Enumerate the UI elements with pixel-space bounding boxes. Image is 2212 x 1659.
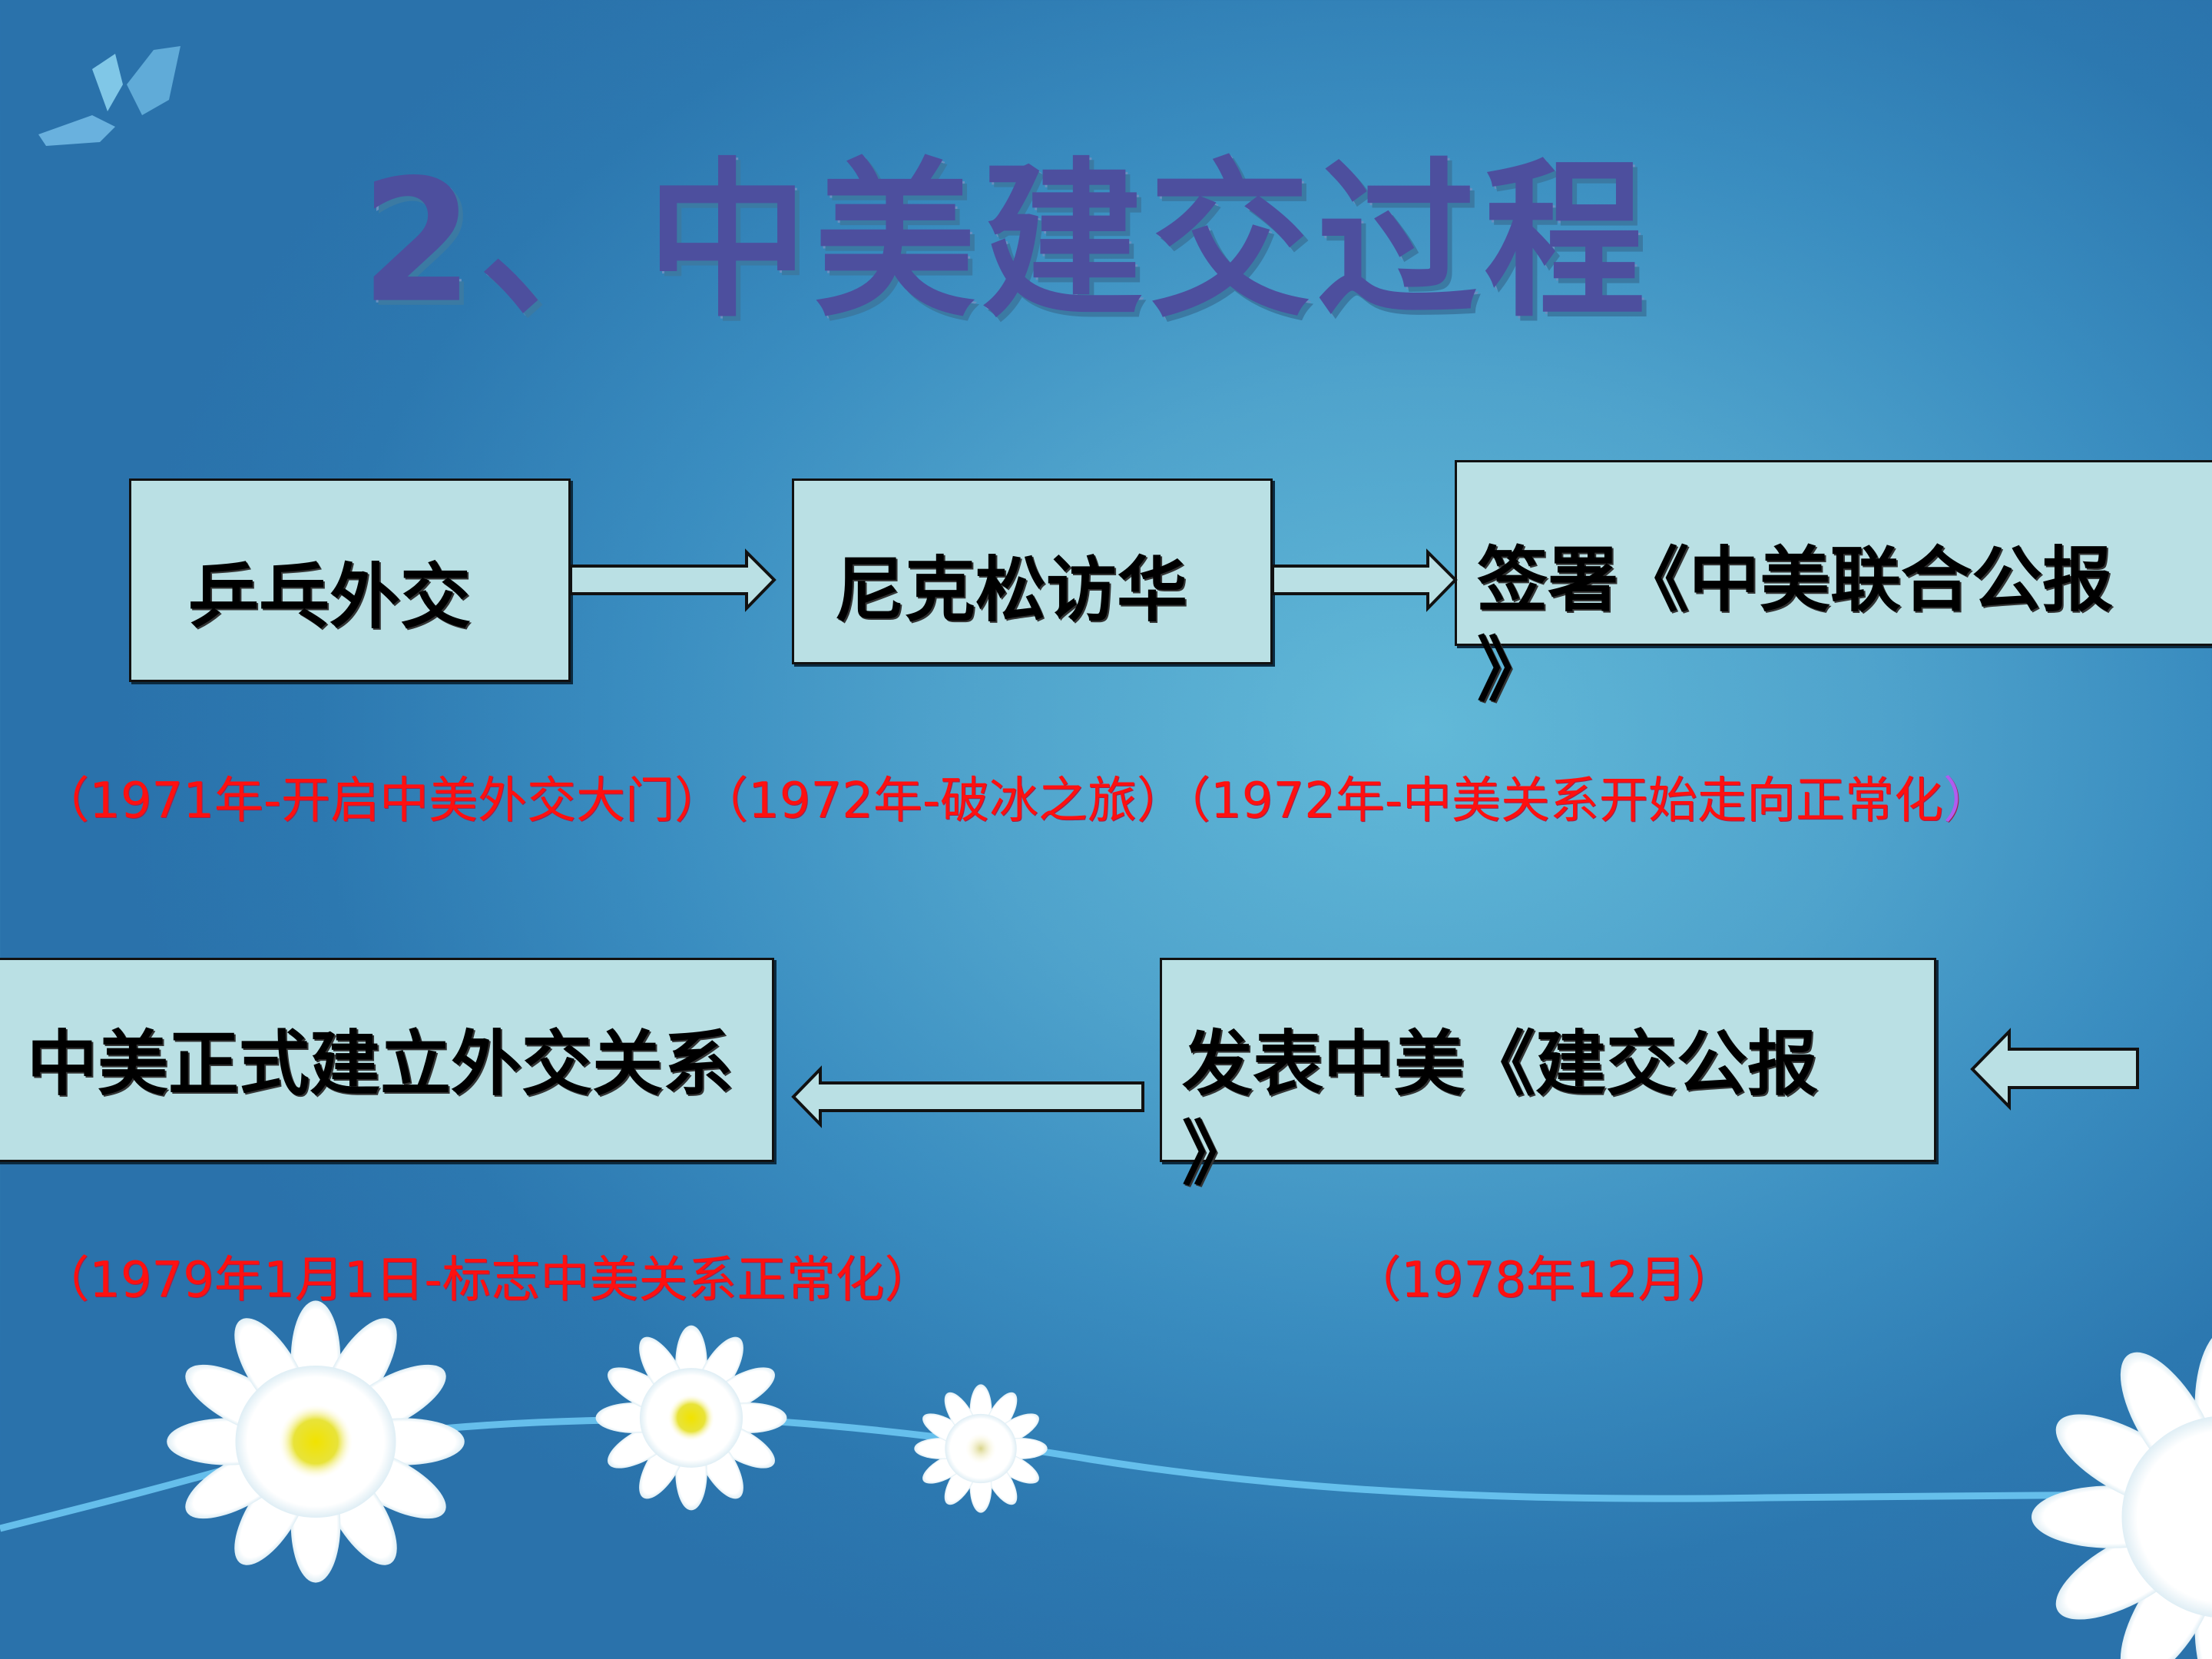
arrow-right-icon bbox=[1271, 548, 1458, 612]
arrow-right-icon bbox=[569, 548, 777, 612]
box-label-continuation: 》 bbox=[1182, 1112, 1253, 1195]
note-1978: （1978年12月） bbox=[1352, 1252, 1737, 1309]
box-label: 签署《中美联合公报 bbox=[1477, 538, 2114, 621]
box-establish-relations: 中美正式建立外交关系 bbox=[0, 958, 774, 1162]
note-1971: （1971年-开启中美外交大门）（1972年-破冰之旅）（1972年-中美关系开… bbox=[40, 773, 1992, 830]
box-label: 乒乓外交 bbox=[188, 555, 472, 638]
page-title: 2、中美建交过程 bbox=[361, 142, 1652, 341]
daisy-flower-right bbox=[2032, 1329, 2212, 1659]
butterfly-icon bbox=[38, 46, 180, 146]
arrow-left-icon bbox=[791, 1065, 1144, 1128]
box-joint-communique: 发表中美《建交公报 》 bbox=[1160, 958, 1936, 1195]
box-shanghai-communique: 签署《中美联合公报 》 bbox=[1455, 460, 2212, 711]
box-nixon-visit: 尼克松访华 bbox=[792, 478, 1273, 664]
box-label: 尼克松访华 bbox=[834, 548, 1188, 631]
note-1979: （1979年1月1日-标志中美关系正常化） bbox=[40, 1252, 934, 1309]
box-label: 中美正式建立外交关系 bbox=[27, 1022, 734, 1105]
box-label: 发表中美《建交公报 bbox=[1182, 1022, 1819, 1105]
box-ping-pong-diplomacy: 乒乓外交 bbox=[129, 478, 571, 682]
box-label-continuation: 》 bbox=[1477, 628, 1548, 711]
arrow-left-icon bbox=[1970, 1028, 2139, 1111]
